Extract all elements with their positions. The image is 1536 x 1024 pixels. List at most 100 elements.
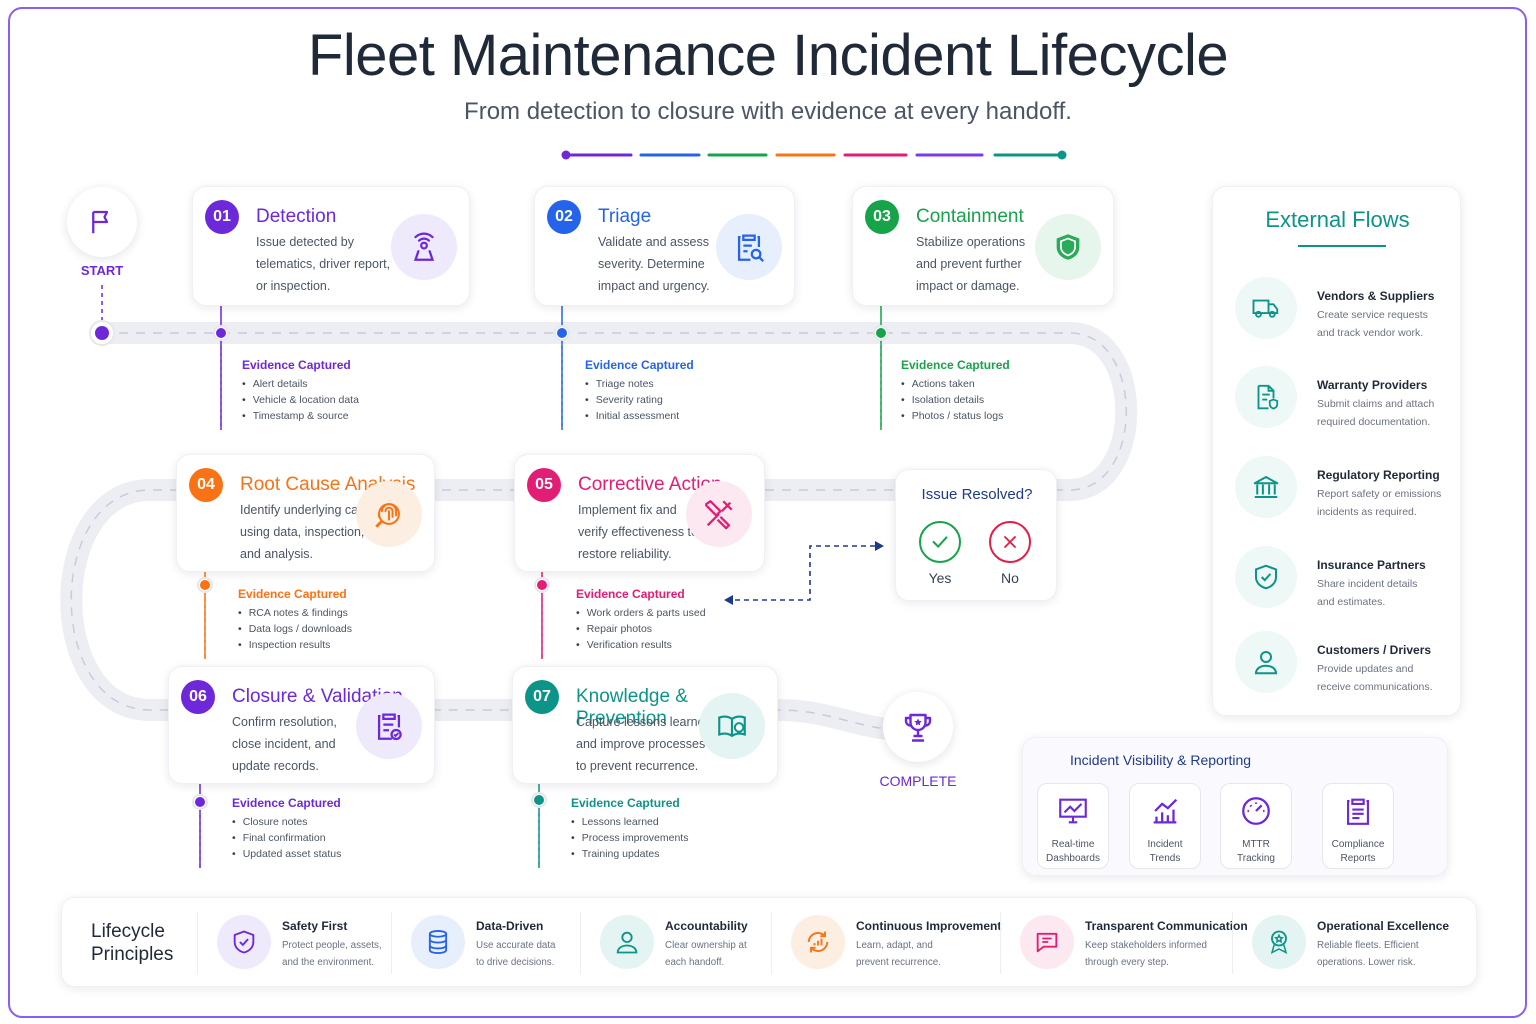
principle-desc-line: Protect people, assets, <box>282 940 382 951</box>
external-item-icon-circle <box>1235 546 1297 608</box>
step-description-line: impact or damage. <box>916 279 1020 293</box>
step-icon-circle <box>686 481 752 547</box>
external-item-title[interactable]: Insurance Partners <box>1317 558 1426 572</box>
principle-icon-circle <box>600 915 654 969</box>
step-description-line: to prevent recurrence. <box>576 759 699 773</box>
step-road-node <box>873 325 889 341</box>
yes-button[interactable] <box>919 521 961 563</box>
evidence-item-text: Photos / status logs <box>911 410 1004 422</box>
evidence-item-text: Vehicle & location data <box>252 394 359 406</box>
evidence-item-text: Lessons learned <box>581 816 659 828</box>
evidence-item: Repair photos <box>576 621 706 637</box>
step-description-line: and analysis. <box>240 547 313 561</box>
step-number-badge: 03 <box>865 200 899 234</box>
evidence-item-text: Alert details <box>252 378 308 390</box>
visibility-tile-label-line: Real-time <box>1051 839 1095 850</box>
evidence-title: Evidence Captured <box>576 587 685 601</box>
principle-desc-line: prevent recurrence. <box>856 957 941 968</box>
principle-divider <box>1000 912 1001 974</box>
step-icon-circle <box>356 693 422 759</box>
evidence-item-text: Work orders & parts used <box>586 607 706 619</box>
clipboard-check-icon <box>377 713 402 741</box>
evidence-title: Evidence Captured <box>242 358 351 372</box>
external-flows-title: External Flows <box>1265 207 1410 232</box>
visibility-tile-label-line: Compliance <box>1331 839 1385 850</box>
evidence-item: Lessons learned <box>571 814 688 830</box>
step-number-badge: 01 <box>205 200 239 234</box>
fingerprint-search-icon <box>375 503 400 528</box>
step-number-badge: 06 <box>181 680 215 714</box>
evidence-item: Verification results <box>576 637 706 653</box>
no-button[interactable] <box>989 521 1031 563</box>
evidence-item-text: Closure notes <box>242 816 308 828</box>
visibility-tile-label-line: Reports <box>1340 853 1376 864</box>
principle-desc: Protect people, assets,and the environme… <box>282 937 382 971</box>
external-item-desc-line: Create service requests <box>1317 309 1428 321</box>
no-label: No <box>1001 570 1019 586</box>
signal-tower-icon <box>413 232 435 261</box>
step-title: Triage <box>598 206 652 227</box>
evidence-title: Evidence Captured <box>571 796 680 810</box>
step-evidence-connector <box>220 339 222 430</box>
decision-question: Issue Resolved? <box>921 486 1033 503</box>
step-road-node <box>192 794 208 810</box>
step-description-line: close incident, and <box>232 737 336 751</box>
evidence-list: RCA notes & findingsData logs / download… <box>238 605 352 653</box>
external-item-desc-line: Share incident details <box>1317 578 1418 590</box>
external-item-title[interactable]: Warranty Providers <box>1317 378 1428 392</box>
principle-title: Operational Excellence <box>1317 919 1450 933</box>
step-description-line: Issue detected by <box>256 235 354 249</box>
visibility-tile-label-line: Tracking <box>1237 853 1275 864</box>
visibility-panel: Incident Visibility & Reporting Real-tim… <box>1022 737 1448 876</box>
external-item-title[interactable]: Customers / Drivers <box>1317 643 1432 657</box>
external-item-desc-line: Provide updates and <box>1317 663 1414 675</box>
report-icon <box>1347 798 1369 825</box>
evidence-item: Work orders & parts used <box>576 605 706 621</box>
evidence-item-text: Timestamp & source <box>252 410 349 422</box>
step-road-node <box>213 325 229 341</box>
visibility-tile-label-line: Trends <box>1149 853 1181 864</box>
step-description-line: update records. <box>232 759 319 773</box>
clipboard-search-icon <box>737 234 764 262</box>
complete-label: COMPLETE <box>879 773 957 789</box>
principle-icon-circle <box>791 915 845 969</box>
evidence-item: Triage notes <box>585 376 679 392</box>
external-item-desc-line: Report safety or emissions <box>1317 488 1442 500</box>
external-item-title[interactable]: Regulatory Reporting <box>1317 468 1440 482</box>
principle-title: Data-Driven <box>476 919 544 933</box>
external-item-title[interactable]: Vendors & Suppliers <box>1317 289 1435 303</box>
evidence-item: Data logs / downloads <box>238 621 352 637</box>
step-evidence-connector <box>204 591 206 659</box>
evidence-item: Photos / status logs <box>901 408 1004 424</box>
step-description-line: or inspection. <box>256 279 331 293</box>
principles-title-line-1: Lifecycle <box>91 921 165 942</box>
yes-label: Yes <box>928 570 952 586</box>
step-road-node <box>531 792 547 808</box>
evidence-list: Triage notesSeverity ratingInitial asses… <box>585 376 679 424</box>
shield-icon <box>1056 234 1080 260</box>
